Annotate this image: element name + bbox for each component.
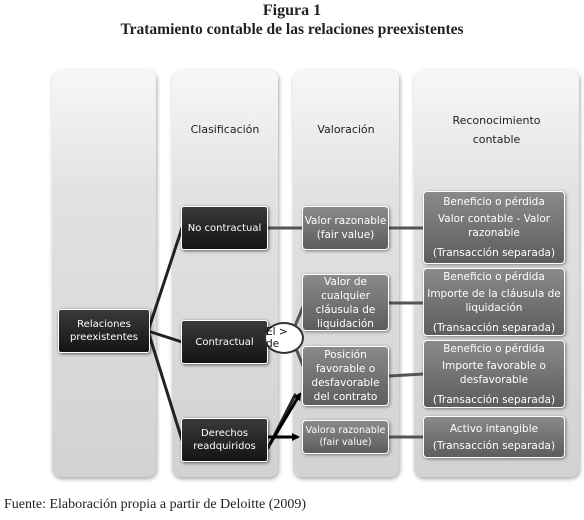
edge-posicion-rec3 (387, 372, 426, 378)
rec-2-line-1: Beneficio o pérdida (443, 270, 545, 283)
column-header-valuation: Valoración (317, 123, 375, 136)
node-posicion-contrato: Posición favorable o desfavorable del co… (302, 346, 389, 406)
node-no-contractual-label: No contractual (187, 222, 262, 234)
node-rec-activo-intangible: Activo intangible (Transacción separada) (423, 416, 565, 458)
node-derechos-readquiridos-label: Derechos readquiridos (193, 428, 256, 452)
rec-4-line-2: (Transacción separada) (432, 439, 556, 452)
rec-1-line-1: Beneficio o pérdida (443, 196, 545, 208)
node-valor-razonable: Valor razonable (fair value) (302, 206, 389, 250)
node-posicion-contrato-label: Posición favorable o desfavorable del co… (311, 349, 380, 403)
column-root (52, 70, 156, 477)
node-rec-beneficio-1: Beneficio o pérdida Valor contable - Val… (423, 191, 565, 264)
rec-4-line-1: Activo intangible (449, 422, 539, 435)
figure-number: Figura 1 (262, 2, 322, 19)
node-valor-razonable-label: Valor razonable (fair value) (304, 215, 387, 241)
node-relaciones-preexistentes: Relaciones preexistentes (58, 309, 150, 353)
node-relaciones-preexistentes-label: Relaciones preexistentes (70, 319, 138, 343)
column-header-recognition: Reconocimiento contable (452, 114, 541, 146)
rec-2-line-3: (Transacción separada) (432, 321, 556, 334)
comparison-label: El > de (266, 326, 288, 350)
edge-root-derechos (146, 329, 184, 442)
node-rec-beneficio-2: Beneficio o pérdida Importe de la cláusu… (423, 268, 565, 336)
rec-3-line-2: Importe favorable o desfavorable (442, 359, 546, 386)
column-valuation: Valoración (293, 70, 399, 477)
rec-3-line-1: Beneficio o pérdida (443, 342, 545, 355)
node-valor-clausula-label: Valor de cualquier cláusula de liquidaci… (315, 275, 376, 330)
rec-2-line-2: Importe de la cláusula de liquidación (427, 287, 561, 314)
node-contractual-label: Contractual (195, 336, 254, 348)
node-valora-razonable-label: Valora razonable (fair value) (305, 425, 386, 448)
source-note: Fuente: Elaboración propia a partir de D… (4, 497, 307, 512)
column-header-classification: Clasificación (190, 123, 260, 136)
node-derechos-readquiridos: Derechos readquiridos (181, 418, 268, 462)
edge-root-contractual (146, 329, 184, 344)
node-contractual: Contractual (181, 320, 268, 364)
figure-title: Tratamiento contable de las relaciones p… (120, 21, 464, 38)
node-valor-clausula: Valor de cualquier cláusula de liquidaci… (302, 274, 389, 331)
edge-root-no-contractual (146, 226, 184, 333)
comparison-circle: El > de (264, 322, 304, 354)
node-rec-beneficio-3: Beneficio o pérdida Importe favorable o … (423, 340, 565, 408)
rec-3-line-3: (Transacción separada) (432, 393, 556, 406)
rec-1-line-2: Valor contable - Valor razonable (437, 213, 551, 239)
node-valora-razonable: Valora razonable (fair value) (302, 420, 389, 454)
node-no-contractual: No contractual (181, 206, 268, 250)
rec-1-line-3: (Transacción separada) (432, 247, 556, 259)
column-classification: Clasificación (172, 70, 278, 477)
